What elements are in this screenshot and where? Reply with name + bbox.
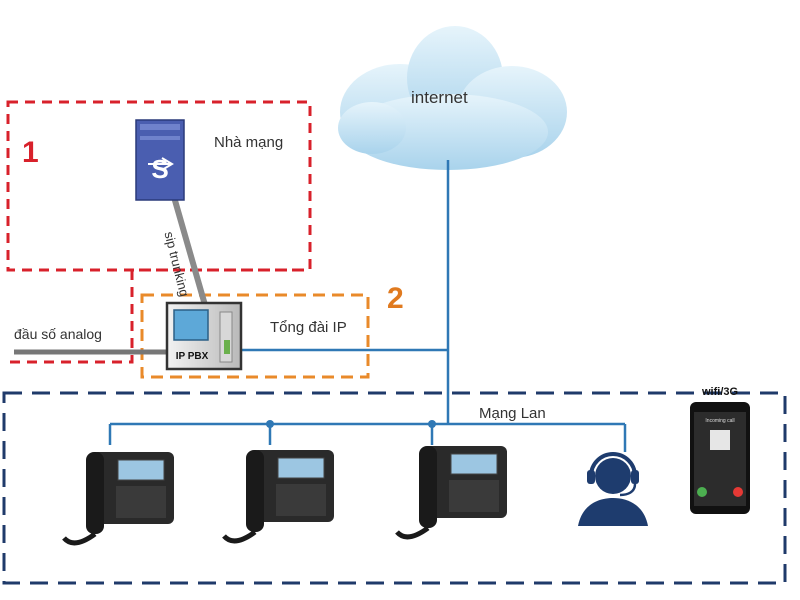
sip-trunk-line [169, 189, 208, 306]
network-lines [108, 160, 627, 452]
zone-1-pbx-frame [10, 268, 305, 364]
svg-text:IP PBX: IP PBX [176, 351, 209, 362]
desk-phone-icon-2 [222, 450, 334, 544]
ip-pbx-icon: IP PBX [165, 301, 243, 371]
lan-border [2, 391, 787, 585]
wifi-3g-label: wifi/3G [702, 386, 739, 398]
ip-pbx-label: Tổng đài IP [270, 319, 347, 336]
desk-phone-icon-1 [62, 452, 174, 546]
internet-label: internet [411, 88, 468, 107]
sip-server-icon: S [135, 119, 185, 201]
headset-agent-icon [578, 452, 648, 526]
desk-phone-icon-3 [395, 446, 507, 540]
internet-cloud [338, 26, 567, 170]
zone-2-number: 2 [387, 282, 404, 315]
analog-number-label: đầu số analog [14, 326, 102, 342]
zone-2-border [140, 293, 370, 379]
zone-1-number: 1 [22, 136, 39, 169]
svg-text:Incoming call: Incoming call [705, 418, 734, 424]
carrier-label: Nhà mạng [214, 134, 284, 151]
lan-label: Mạng Lan [479, 405, 546, 422]
mobile-phone-icon: Incoming call [690, 402, 750, 514]
svg-text:S: S [151, 154, 168, 184]
